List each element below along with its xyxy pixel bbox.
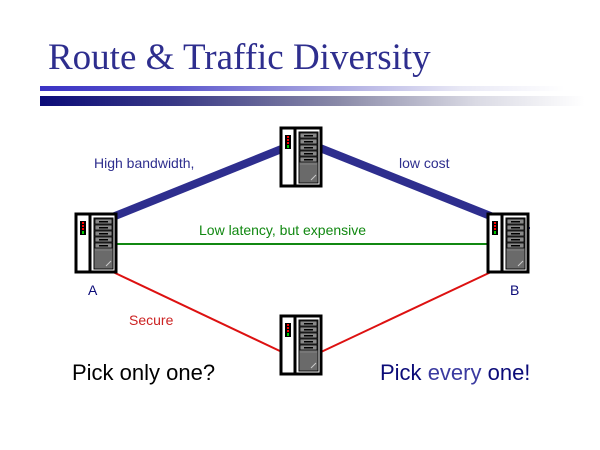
server-part (304, 141, 313, 143)
server-icon (279, 126, 323, 188)
label-low-cost: low cost (399, 155, 450, 171)
server-part (304, 159, 313, 161)
server-part (511, 239, 520, 241)
server-part (287, 333, 289, 336)
server-part (304, 341, 313, 343)
server-part (511, 227, 520, 229)
link-a-top (108, 144, 286, 222)
label-secure: Secure (129, 312, 174, 328)
link-a-bottom (112, 271, 283, 353)
server-part (300, 165, 317, 182)
server-part (99, 245, 108, 247)
server-part (511, 245, 520, 247)
server-part (494, 228, 496, 230)
node-label-b: B (510, 282, 520, 298)
caption-pick-every-one: Pick every one! (380, 360, 530, 386)
server-part (99, 221, 108, 223)
server-part (494, 222, 496, 224)
server-part (517, 260, 524, 267)
caption-every: every (427, 360, 482, 385)
server-part (304, 135, 313, 137)
server-part (304, 147, 313, 149)
server-part (105, 260, 112, 267)
server-part (82, 228, 84, 230)
server-part (287, 330, 289, 332)
server-part (494, 231, 496, 234)
server-part (287, 327, 289, 329)
title-underline-bottom (40, 96, 585, 106)
server-part (507, 251, 524, 268)
server-icon (74, 212, 118, 274)
nodes-layer (74, 126, 530, 376)
server-part (511, 221, 520, 223)
label-high-bandwidth: High bandwidth, (94, 155, 195, 171)
server-part (300, 353, 317, 370)
server-part (82, 222, 84, 224)
server-part (82, 225, 84, 227)
server-part (494, 225, 496, 227)
server-icon (279, 314, 323, 376)
server-part (304, 347, 313, 349)
caption-pick: Pick (380, 360, 428, 385)
server-part (287, 142, 289, 144)
server-part (95, 251, 112, 268)
server-part (304, 153, 313, 155)
server-icon (486, 212, 530, 274)
server-part (287, 139, 289, 141)
caption-pick-only-one: Pick only one? (72, 360, 216, 385)
server-part (82, 231, 84, 234)
label-low-latency: Low latency, but expensive (199, 222, 367, 238)
caption-one: one! (481, 360, 531, 385)
server-part (287, 324, 289, 326)
server-part (304, 323, 313, 325)
server-part (287, 136, 289, 138)
links-layer (108, 144, 530, 353)
slide-title: Route & Traffic Diversity (48, 37, 431, 78)
link-top-b (318, 144, 500, 223)
server-part (99, 239, 108, 241)
link-bottom-b (320, 271, 492, 353)
server-part (99, 227, 108, 229)
server-part (310, 362, 317, 369)
server-part (304, 335, 313, 337)
server-part (304, 329, 313, 331)
server-part (99, 233, 108, 235)
title-underline-top (40, 86, 565, 91)
node-label-a: A (88, 282, 98, 298)
server-part (310, 174, 317, 181)
server-part (511, 233, 520, 235)
server-part (287, 145, 289, 148)
